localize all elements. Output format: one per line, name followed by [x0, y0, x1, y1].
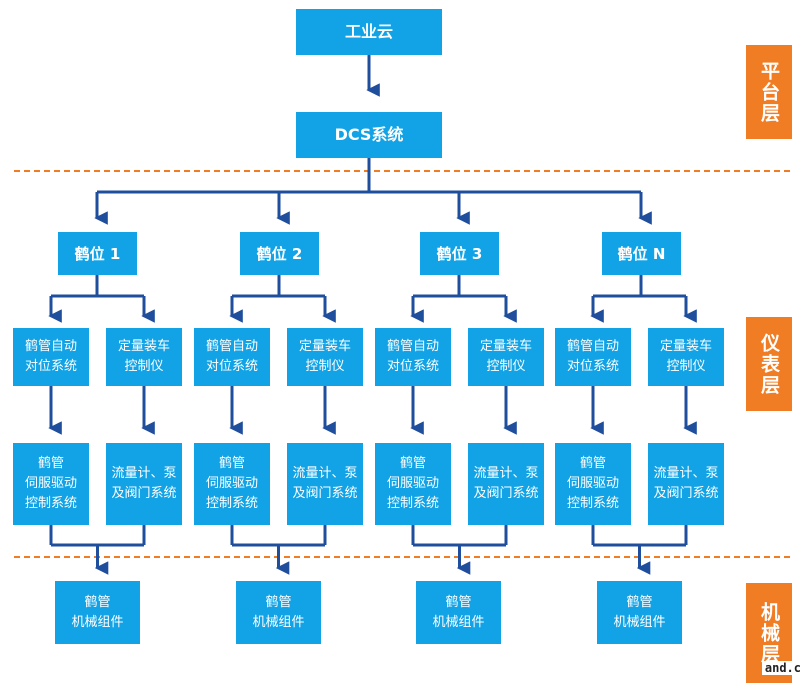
crane-position-box: 鹤位 3: [420, 232, 499, 275]
flow-pump-valve-system-box: 流量计、泵 及阀门系统: [468, 443, 544, 525]
servo-control-system-box: 鹤管 伺服驱动 控制系统: [194, 443, 270, 525]
loading-controller-box: 定量装车 控制仪: [648, 328, 724, 386]
loading-controller-box: 定量装车 控制仪: [287, 328, 363, 386]
layer-mechanical-label: 机械层: [746, 583, 792, 683]
loading-controller-box: 定量装车 控制仪: [106, 328, 182, 386]
flow-pump-valve-system-box: 流量计、泵 及阀门系统: [287, 443, 363, 525]
auto-align-system-box: 鹤管自动 对位系统: [375, 328, 451, 386]
mechanical-assembly-box: 鹤管 机械组件: [55, 581, 140, 644]
flow-pump-valve-system-box: 流量计、泵 及阀门系统: [648, 443, 724, 525]
auto-align-system-box: 鹤管自动 对位系统: [555, 328, 631, 386]
mechanical-assembly-box: 鹤管 机械组件: [236, 581, 321, 644]
crane-position-box: 鹤位 1: [58, 232, 137, 275]
layer-instrument-label: 仪表层: [746, 317, 792, 411]
servo-control-system-box: 鹤管 伺服驱动 控制系统: [555, 443, 631, 525]
crane-position-box: 鹤位 N: [602, 232, 681, 275]
layer-platform-label: 平台层: [746, 45, 792, 139]
servo-control-system-box: 鹤管 伺服驱动 控制系统: [375, 443, 451, 525]
mechanical-assembly-box: 鹤管 机械组件: [597, 581, 682, 644]
industrial-cloud-box: 工业云: [296, 9, 442, 55]
servo-control-system-box: 鹤管 伺服驱动 控制系统: [13, 443, 89, 525]
crane-position-box: 鹤位 2: [240, 232, 319, 275]
auto-align-system-box: 鹤管自动 对位系统: [194, 328, 270, 386]
auto-align-system-box: 鹤管自动 对位系统: [13, 328, 89, 386]
mechanical-assembly-box: 鹤管 机械组件: [416, 581, 501, 644]
loading-controller-box: 定量装车 控制仪: [468, 328, 544, 386]
watermark-text: and.c: [761, 661, 804, 675]
dcs-system-box: DCS系统: [296, 112, 442, 158]
flow-pump-valve-system-box: 流量计、泵 及阀门系统: [106, 443, 182, 525]
